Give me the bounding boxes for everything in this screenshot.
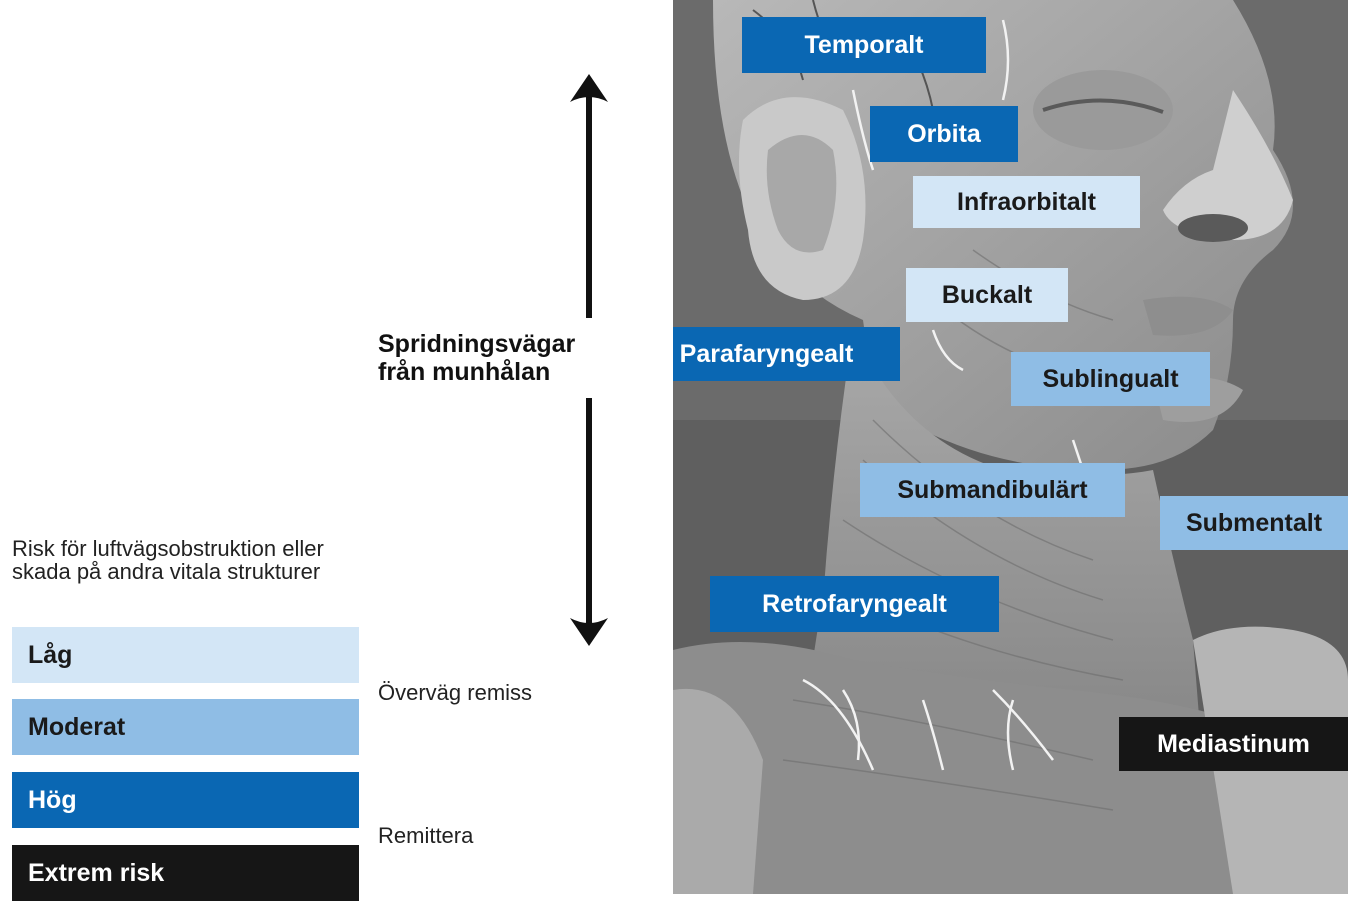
region-parafaryngealt: Parafaryngealt bbox=[673, 327, 900, 381]
note-consider-referral: Överväg remiss bbox=[378, 680, 532, 706]
legend-level-moderate: Moderat bbox=[12, 699, 359, 755]
legend-title: Risk för luftvägsobstruktion eller skada… bbox=[12, 537, 372, 583]
spread-routes-line1: Spridningsvägar bbox=[378, 330, 638, 358]
region-infraorbitalt: Infraorbitalt bbox=[913, 176, 1140, 228]
note-refer: Remittera bbox=[378, 823, 473, 849]
region-orbita: Orbita bbox=[870, 106, 1018, 162]
region-sublingualt: Sublingualt bbox=[1011, 352, 1210, 406]
region-buckalt: Buckalt bbox=[906, 268, 1068, 322]
legend-level-low: Låg bbox=[12, 627, 359, 683]
spread-routes-label: Spridningsvägar från munhålan bbox=[378, 330, 638, 386]
region-submandibulart: Submandibulärt bbox=[860, 463, 1125, 517]
region-temporalt: Temporalt bbox=[742, 17, 986, 73]
legend-level-extreme: Extrem risk bbox=[12, 845, 359, 901]
region-retrofaryngealt: Retrofaryngealt bbox=[710, 576, 999, 632]
region-submentalt: Submentalt bbox=[1160, 496, 1348, 550]
region-mediastinum: Mediastinum bbox=[1119, 717, 1348, 771]
legend-level-high: Hög bbox=[12, 772, 359, 828]
anatomy-photo: Temporalt Orbita Infraorbitalt Buckalt P… bbox=[673, 0, 1348, 894]
spread-routes-line2: från munhålan bbox=[378, 358, 638, 386]
